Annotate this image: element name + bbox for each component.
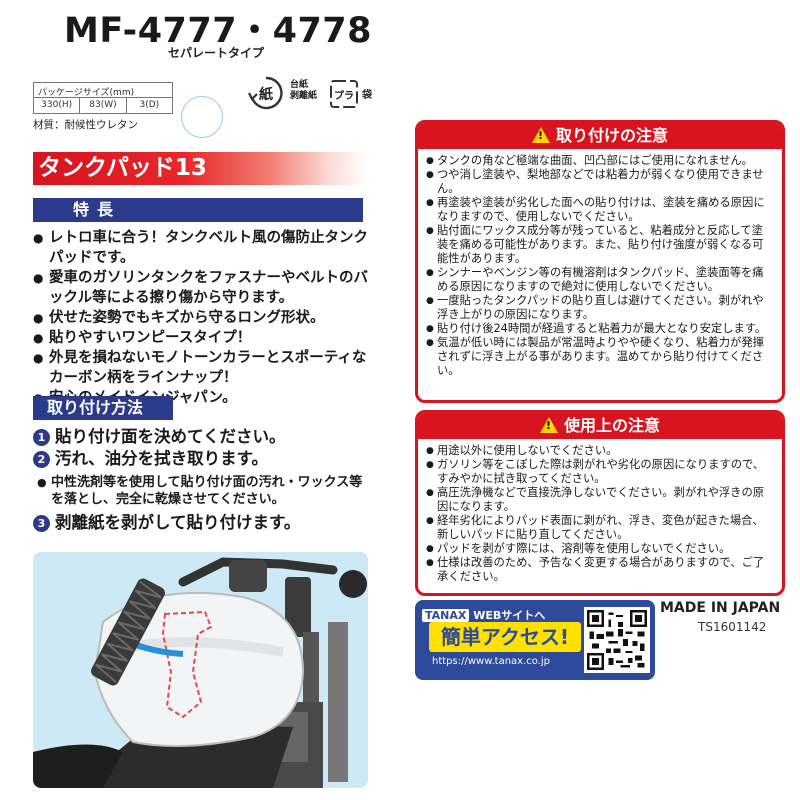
caution-item: 貼付面にワックス成分等が残っていると、粘着成分と反応して塗装を痛める可能性があり… [426, 224, 774, 266]
feature-item: レトロ車に合う！タンクベルト風の傷防止タンクパッドです。 [33, 228, 368, 268]
caution-item: 用途以外に使用しないでください。 [426, 444, 774, 458]
warning-icon [539, 417, 558, 433]
step-2: 2 汚れ、油分を拭き取ります。 [33, 448, 368, 470]
mounting-caution-title: 取り付けの注意 [555, 126, 668, 145]
model-number: MF-4777・4778 [64, 11, 373, 51]
made-in-label: MADE IN JAPAN [660, 600, 781, 616]
step-2-text: 汚れ、油分を拭き取ります。 [55, 449, 269, 468]
product-name: タンクパッド13 [38, 155, 207, 181]
plastic-recycle-icon: プラ [330, 80, 358, 108]
caution-item: 高圧洗浄機などで直接洗浄しないでください。剥がれや浮きの原因になります。 [426, 486, 774, 514]
caution-item: 貼り付け後24時間が経過すると粘着力が最大となり安定します。 [426, 322, 774, 336]
package-height: 330(H) [41, 100, 73, 110]
mounting-caution-header: 取り付けの注意 [418, 123, 782, 149]
web-url-link[interactable]: https://www.tanax.co.jp [432, 656, 550, 667]
motorcycle-tank-illustration [33, 552, 368, 788]
caution-item: ガソリン等をこぼした際は剥がれや劣化の原因になりますので、すみやかに拭き取ってく… [426, 458, 774, 486]
hang-hole [181, 96, 223, 138]
web-access-heading: TANAX WEBサイトへ [422, 607, 545, 623]
step-1-text: 貼り付け面を決めてください。 [55, 427, 286, 446]
package-width: 83(W) [79, 98, 125, 113]
qr-code[interactable] [584, 607, 650, 673]
features-heading: 特長 [33, 198, 363, 222]
caution-item: 仕様は改善のため、予告なく変更する場合がありますので、ご了承ください。 [426, 556, 774, 584]
mounting-caution-list: タンクの角など極端な曲面、凹凸部にはご使用になれません。 つや消し塗装や、梨地部… [418, 149, 782, 378]
mounting-heading: 取り付け方法 [33, 396, 173, 420]
product-code: TS1601142 [698, 620, 767, 634]
usage-caution-list: 用途以外に使用しないでください。 ガソリン等をこぼした際は剥がれや劣化の原因にな… [418, 439, 782, 584]
step-2-note: 中性洗剤等を使用して貼り付け面の汚れ・ワックス等を落とし、完全に乾燥させてくださ… [37, 474, 368, 508]
step-3-text: 剥離紙を剥がして貼り付けます。 [55, 513, 301, 532]
caution-item: パッドを剥がす際には、溶剤等を使用しないでください。 [426, 542, 774, 556]
step-1: 1 貼り付け面を決めてください。 [33, 426, 368, 448]
mounting-caution-box: 取り付けの注意 タンクの角など極端な曲面、凹凸部にはご使用になれません。 つや消… [415, 120, 785, 403]
caution-item: 一度貼ったタンクパッドの貼り直しは避けてください。剥がれや浮き上がりの原因になり… [426, 294, 774, 322]
paper-recycle-icon: 紙 [248, 76, 283, 110]
plastic-recycle-label: 袋 [362, 90, 372, 101]
paper-mark: 紙 [259, 86, 273, 103]
usage-caution-title: 使用上の注意 [563, 416, 660, 435]
package-size-label: パッケージサイズ(mm) [34, 83, 172, 98]
warning-icon [531, 127, 550, 143]
feature-item: 貼りやすいワンピースタイプ！ [33, 328, 368, 348]
paper-label-line1: 台紙 [290, 80, 309, 90]
step-1-number: 1 [33, 429, 50, 446]
step-3: 3 剥離紙を剥がして貼り付けます。 [33, 512, 368, 534]
features-list: レトロ車に合う！タンクベルト風の傷防止タンクパッドです。 愛車のガソリンタンクを… [33, 228, 368, 408]
caution-item: 経年劣化によりパッド表面に剥がれ、浮き、変色が起きた場合、新しいパッドに貼り直し… [426, 514, 774, 542]
plastic-mark: プラ [334, 89, 354, 102]
qr-code-icon [587, 610, 647, 670]
mounting-steps: 1 貼り付け面を決めてください。 2 汚れ、油分を拭き取ります。 中性洗剤等を使用し… [33, 426, 368, 534]
web-access-cta[interactable]: 簡単アクセス! [429, 622, 581, 652]
step-2-number: 2 [33, 451, 50, 468]
mounting-illustration [33, 552, 368, 788]
package-size-table: パッケージサイズ(mm) 330(H) 83(W) 3(D) [33, 82, 173, 114]
web-label: WEBサイトへ [473, 609, 546, 622]
usage-caution-header: 使用上の注意 [418, 413, 782, 439]
feature-item: 外見を損ねないモノトーンカラーとスポーティなカーボン柄をラインナップ！ [33, 348, 368, 388]
caution-item: タンクの角など極端な曲面、凹凸部にはご使用になれません。 [426, 154, 774, 168]
caution-item: シンナーやベンジン等の有機溶剤はタンクパッド、塗装面等を痛める原因になりますので… [426, 266, 774, 294]
feature-item: 伏せた姿勢でもキズから守るロング形状。 [33, 308, 368, 328]
caution-item: 再塗装や塗装が劣化した面への貼り付けは、塗装を痛める原因になりますので、使用しな… [426, 196, 774, 224]
caution-item: つや消し塗装や、梨地部などでは粘着力が弱くなり使用できません。 [426, 168, 774, 196]
paper-recycle-label: 台紙 剥離紙 [290, 80, 317, 102]
model-subtitle: セパレートタイプ [168, 46, 265, 60]
caution-item: 気温が低い時には製品が常温時よりやや硬くなり、粘着力が発揮されずに浮き上がる事が… [426, 336, 774, 378]
paper-label-line2: 剥離紙 [290, 91, 318, 101]
material-text: 材質：耐候性ウレタン [33, 119, 138, 131]
package-depth: 3(D) [125, 98, 172, 113]
product-banner [33, 152, 368, 185]
feature-item: 愛車のガソリンタンクをファスナーやベルトのバックル等による擦り傷から守ります。 [33, 268, 368, 308]
usage-caution-box: 使用上の注意 用途以外に使用しないでください。 ガソリン等をこぼした際は剥がれや… [415, 410, 785, 596]
brand-logo: TANAX [422, 609, 470, 622]
step-3-number: 3 [33, 515, 50, 532]
